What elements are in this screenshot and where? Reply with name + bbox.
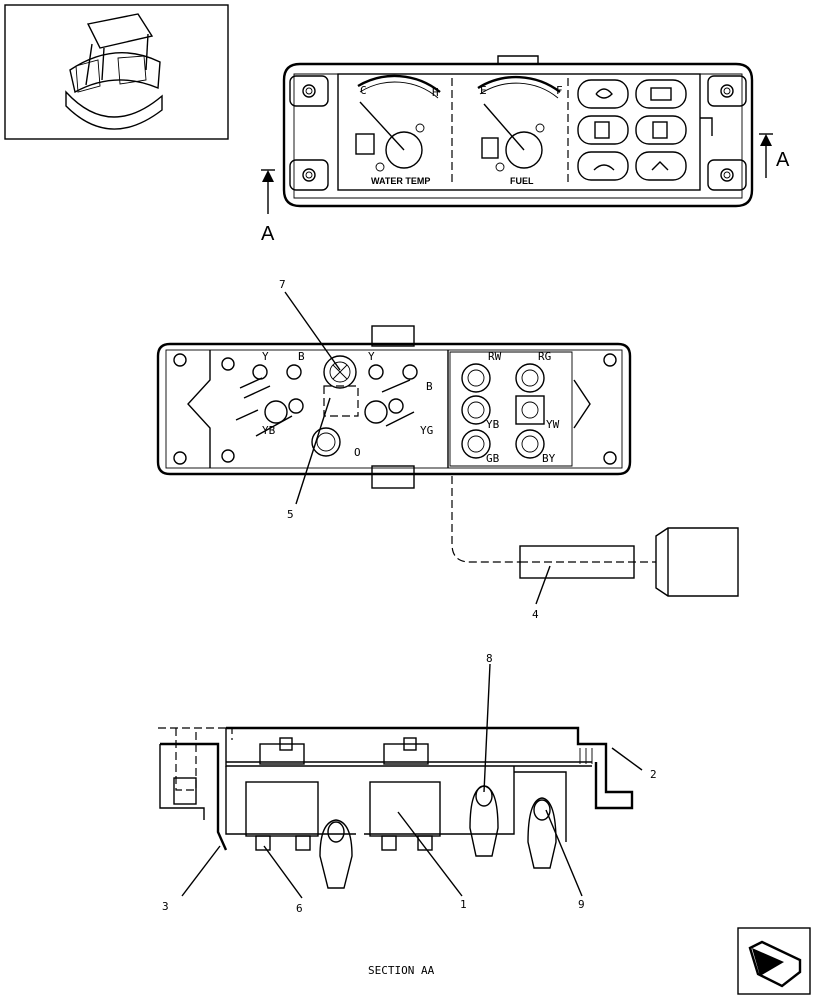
wire-code: YB — [486, 418, 500, 431]
wire-code: YB — [262, 424, 276, 437]
oil-pressure-icon — [577, 79, 629, 109]
callout-4: 4 — [532, 608, 539, 621]
fuel-label: FUEL — [510, 176, 534, 186]
fuel-pump-icon — [635, 115, 687, 145]
callout-6: 6 — [296, 902, 303, 915]
battery-icon — [635, 79, 687, 109]
callout-2: 2 — [650, 768, 657, 781]
gauge-fuel-high-label: F — [556, 84, 563, 97]
callout-9: 9 — [578, 898, 585, 911]
next-page-arrow-icon[interactable] — [737, 927, 811, 995]
section-title: SECTION AA — [368, 964, 435, 977]
fuel-gauge-pump-icon — [481, 137, 499, 159]
wire-code: Y — [262, 350, 269, 363]
section-marker-left-label: A — [261, 223, 275, 245]
wire-code: YG — [420, 424, 433, 437]
wire-code: GB — [486, 452, 500, 465]
air-filter-icon — [577, 151, 629, 181]
coolant-temp-icon — [355, 133, 375, 155]
wire-code: RW — [488, 350, 502, 363]
wire-code: BY — [542, 452, 556, 465]
instrument-panel-front: C H WATER TEMP E F FUEL — [282, 55, 754, 208]
wire-code: YW — [546, 418, 560, 431]
wire-code: Y — [368, 350, 375, 363]
callout-3: 3 — [162, 900, 169, 913]
gauge-fuel-low-label: E — [480, 84, 487, 97]
callout-5: 5 — [287, 508, 294, 521]
machine-thumbnail-icon[interactable] — [4, 4, 229, 140]
coolant-icon — [577, 115, 629, 145]
instrument-panel-rear: Y B Y B YB YG O RW RG YB YW GB BY — [156, 325, 632, 489]
section-marker-left: A — [261, 169, 275, 245]
wire-code: O — [354, 446, 361, 459]
water-temp-label: WATER TEMP — [371, 176, 430, 186]
harness-connector — [451, 476, 739, 597]
section-marker-right-label: A — [776, 149, 790, 171]
callout-8: 8 — [486, 652, 493, 665]
gauge-temp-low-label: C — [360, 84, 367, 97]
callout-leaders — [181, 291, 643, 899]
callout-1: 1 — [460, 898, 467, 911]
wire-code: RG — [538, 350, 551, 363]
callout-7: 7 — [279, 278, 286, 291]
gauge-temp-high-label: H — [432, 86, 439, 99]
wire-code: B — [298, 350, 305, 363]
hydraulic-icon — [635, 151, 687, 181]
section-marker-right: A — [759, 133, 790, 178]
section-aa-view — [158, 726, 634, 889]
wire-code: B — [426, 380, 433, 393]
